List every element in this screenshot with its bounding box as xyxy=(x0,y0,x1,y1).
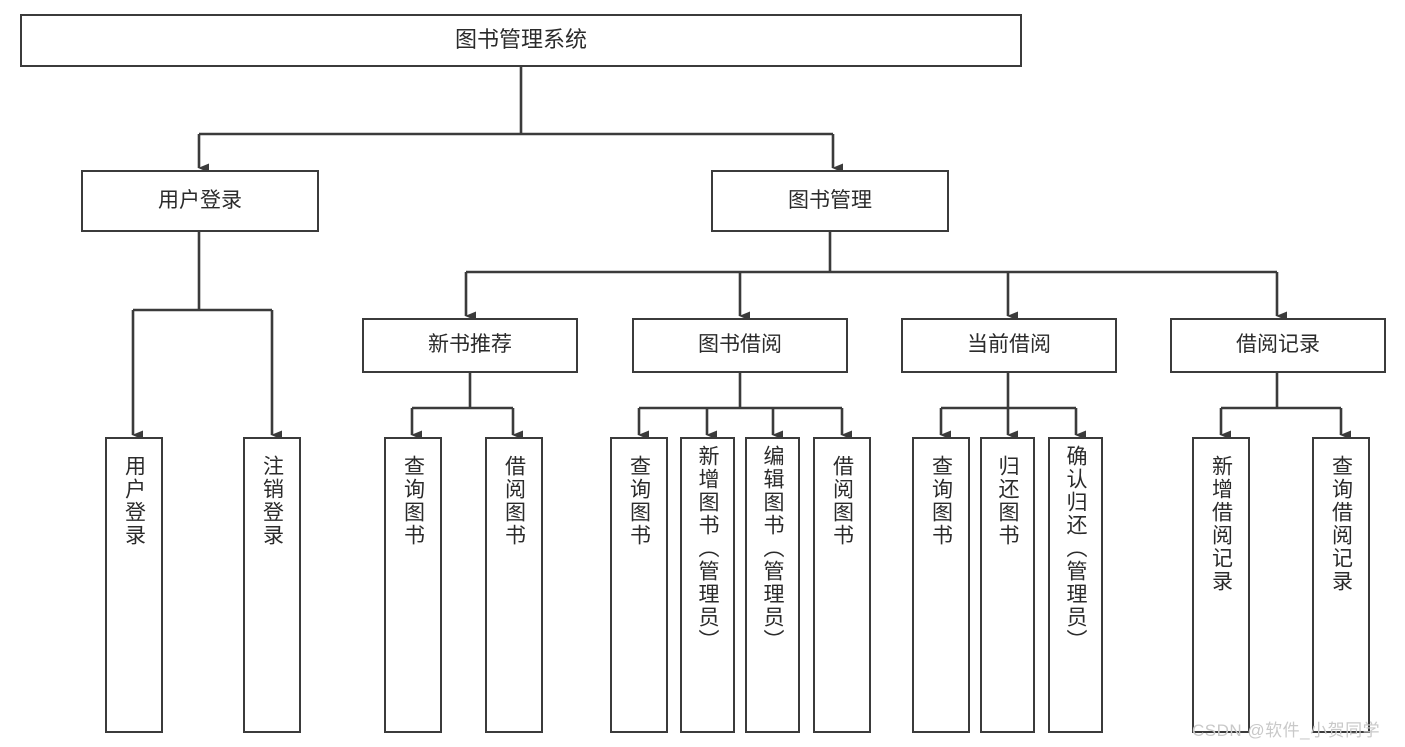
csdn-watermark: CSDN @软件_小贺同学 xyxy=(1192,721,1381,740)
leaf-logout-login[interactable]: 注销登录 xyxy=(243,437,301,733)
node-root-system[interactable]: 图书管理系统 xyxy=(20,14,1022,67)
node-book-manage[interactable]: 图书管理 xyxy=(711,170,949,232)
node-label: 借阅图书 xyxy=(830,455,854,547)
leaf-user-login[interactable]: 用户登录 xyxy=(105,437,163,733)
node-label: 图书管理 xyxy=(788,188,872,212)
node-current-borrow[interactable]: 当前借阅 xyxy=(901,318,1117,373)
node-label: 新增图书（管理员） xyxy=(696,445,719,652)
node-label: 借阅记录 xyxy=(1236,333,1320,357)
node-label: 注销登录 xyxy=(260,455,284,547)
node-label: 借阅图书 xyxy=(502,455,526,547)
leaf-query-book-recommend[interactable]: 查询图书 xyxy=(384,437,442,733)
leaf-query-borrow-record[interactable]: 查询借阅记录 xyxy=(1312,437,1370,733)
node-label: 编辑图书（管理员） xyxy=(761,445,784,652)
node-label: 图书借阅 xyxy=(698,333,782,357)
node-new-book-recommend[interactable]: 新书推荐 xyxy=(362,318,578,373)
node-label: 查询图书 xyxy=(401,455,425,547)
node-label: 用户登录 xyxy=(122,455,146,547)
node-book-borrow[interactable]: 图书借阅 xyxy=(632,318,848,373)
node-label: 新书推荐 xyxy=(428,333,512,357)
node-label: 确认归还（管理员） xyxy=(1064,445,1087,652)
leaf-borrow-book-borrow[interactable]: 借阅图书 xyxy=(813,437,871,733)
node-label: 当前借阅 xyxy=(967,333,1051,357)
node-label: 用户登录 xyxy=(158,188,242,212)
leaf-add-borrow-record[interactable]: 新增借阅记录 xyxy=(1192,437,1250,733)
leaf-query-book-current[interactable]: 查询图书 xyxy=(912,437,970,733)
node-label: 查询图书 xyxy=(929,455,953,547)
leaf-return-book[interactable]: 归还图书 xyxy=(980,437,1035,733)
node-label: 查询图书 xyxy=(627,455,651,547)
leaf-edit-book[interactable]: 编辑图书（管理员） xyxy=(745,437,800,733)
node-label: 归还图书 xyxy=(996,455,1019,547)
leaf-add-book[interactable]: 新增图书（管理员） xyxy=(680,437,735,733)
node-label: 新增借阅记录 xyxy=(1209,455,1233,593)
leaf-query-book-borrow[interactable]: 查询图书 xyxy=(610,437,668,733)
node-borrow-record[interactable]: 借阅记录 xyxy=(1170,318,1386,373)
leaf-borrow-book-recommend[interactable]: 借阅图书 xyxy=(485,437,543,733)
node-label: 图书管理系统 xyxy=(454,27,587,53)
node-label: 查询借阅记录 xyxy=(1329,455,1353,593)
leaf-confirm-return[interactable]: 确认归还（管理员） xyxy=(1048,437,1103,733)
node-user-login[interactable]: 用户登录 xyxy=(81,170,319,232)
